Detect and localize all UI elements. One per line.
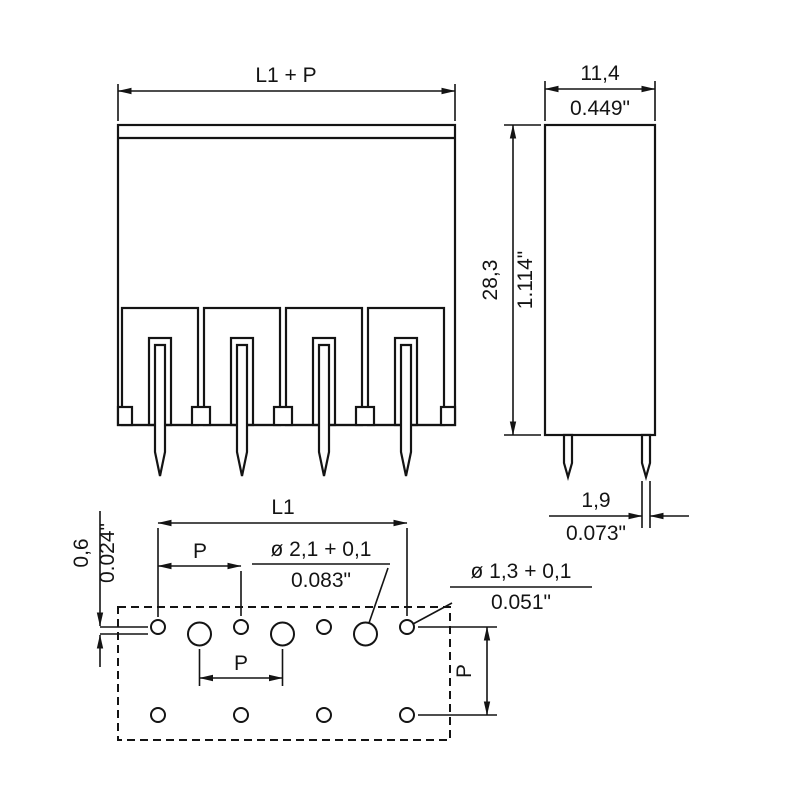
dim-offset-inch-label: 0.024"	[96, 523, 119, 583]
hole-small	[316, 707, 332, 723]
foot-notch	[354, 405, 376, 427]
hole-small	[399, 619, 415, 635]
foot-notch	[272, 405, 294, 427]
side-view: 11,4 0.449" 28,3 1.114" 1,9 0.073"	[479, 62, 689, 545]
solder-pin	[153, 343, 167, 477]
solder-pin	[235, 343, 249, 477]
dim-width-inch-label: 0.449"	[570, 97, 630, 120]
solder-pin	[399, 343, 413, 477]
pcb-outline	[117, 606, 451, 741]
dim-pin-mm-label: 1,9	[581, 489, 610, 512]
dim-l1-label: L1	[271, 496, 294, 519]
hole-large-inch-label: 0.083"	[291, 569, 351, 592]
hole-small	[150, 619, 166, 635]
leader-line-small-hole	[412, 602, 453, 625]
foot-notch	[116, 405, 134, 427]
dim-p-top-label: P	[193, 540, 207, 563]
dim-width-mm-label: 11,4	[580, 62, 620, 85]
dim-offset-mm-label: 0,6	[70, 538, 93, 567]
dim-height-inch-label: 1.114"	[514, 251, 537, 309]
solder-pin-side	[562, 433, 574, 482]
hole-small	[150, 707, 166, 723]
housing-side-body	[543, 123, 657, 437]
hole-large	[270, 621, 295, 647]
dim-height-mm-label: 28,3	[479, 260, 502, 301]
hole-small	[233, 619, 249, 635]
leader-line-large-hole	[368, 567, 389, 624]
solder-pin-side	[640, 433, 652, 482]
hole-large-mm-label: ø 2,1 + 0,1	[271, 538, 372, 561]
hole-small	[233, 707, 249, 723]
foot-notch	[190, 405, 212, 427]
front-view: L1 + P	[116, 64, 457, 477]
hole-small	[316, 619, 332, 635]
dim-p-mid-label: P	[234, 652, 248, 675]
hole-small-mm-label: ø 1,3 + 0,1	[471, 560, 572, 583]
hole-large	[187, 621, 212, 647]
dim-l1p-label: L1 + P	[255, 64, 316, 87]
hole-large	[353, 621, 378, 647]
solder-pin	[317, 343, 331, 477]
dim-pin-inch-label: 0.073"	[566, 522, 626, 545]
hole-small-inch-label: 0.051"	[491, 591, 551, 614]
hole-small	[399, 707, 415, 723]
footprint-view: L1 P 0,6 0.024" ø 2,1 + 0,1 0.083" ø 1,3…	[70, 496, 592, 741]
foot-notch	[439, 405, 457, 427]
dim-p-right-label: P	[453, 664, 476, 678]
